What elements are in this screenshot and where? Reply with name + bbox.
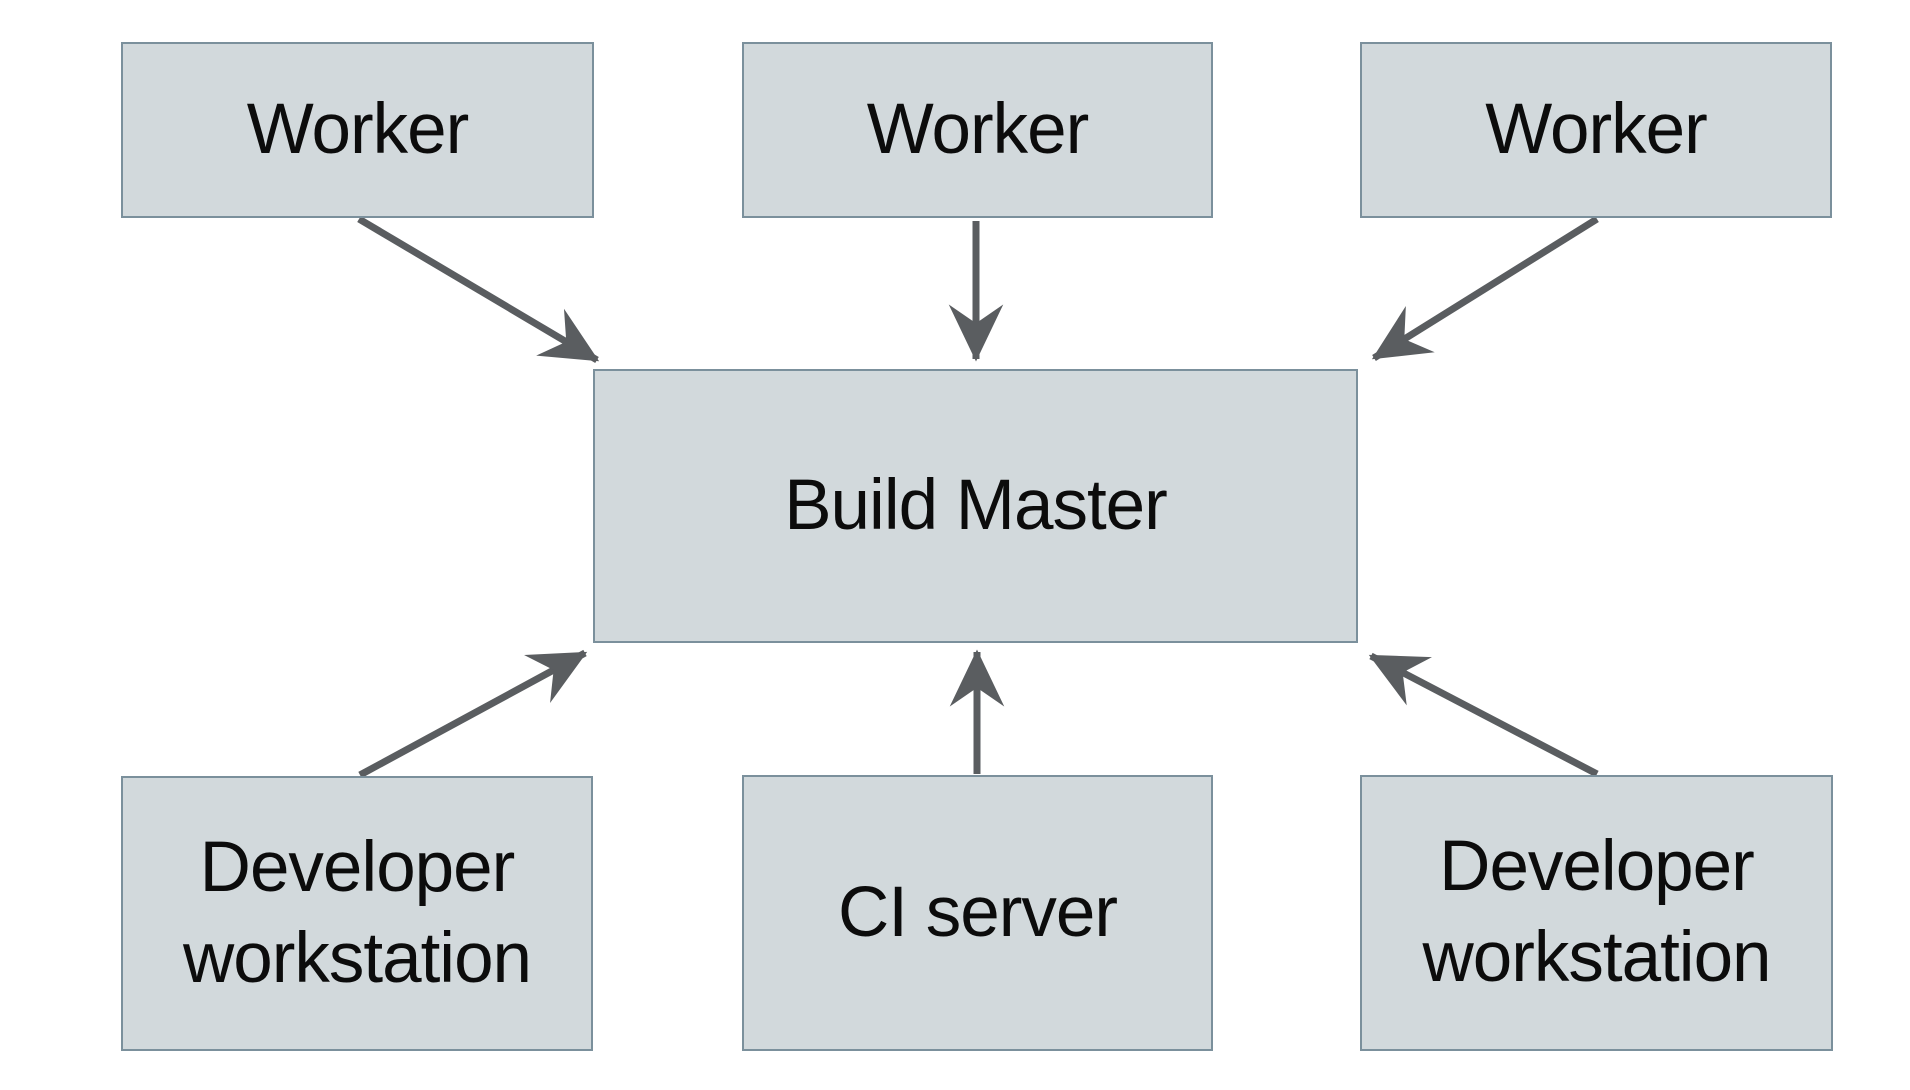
node-worker-3: Worker xyxy=(1360,42,1832,218)
node-worker-2: Worker xyxy=(742,42,1213,218)
arrow-worker1-to-build-master xyxy=(357,215,600,364)
arrow-worker3-to-build-master xyxy=(1371,216,1599,361)
node-ci-server: CI server xyxy=(742,775,1213,1051)
node-developer-workstation-left-label: Developer workstation xyxy=(182,827,532,998)
arrow-devright-to-build-master xyxy=(1368,652,1599,778)
node-developer-workstation-right-label: Developer workstation xyxy=(1422,827,1771,997)
node-build-master-label: Build Master xyxy=(784,465,1168,545)
arrow-devleft-to-build-master xyxy=(358,649,588,779)
node-build-master: Build Master xyxy=(593,369,1358,643)
node-worker-1-label: Worker xyxy=(246,89,469,169)
node-developer-workstation-left: Developer workstation xyxy=(121,776,593,1051)
node-worker-1: Worker xyxy=(121,42,594,218)
node-worker-2-label: Worker xyxy=(866,89,1089,169)
node-worker-3-label: Worker xyxy=(1485,89,1707,169)
node-developer-workstation-right: Developer workstation xyxy=(1360,775,1833,1051)
node-ci-server-label: CI server xyxy=(838,872,1118,952)
